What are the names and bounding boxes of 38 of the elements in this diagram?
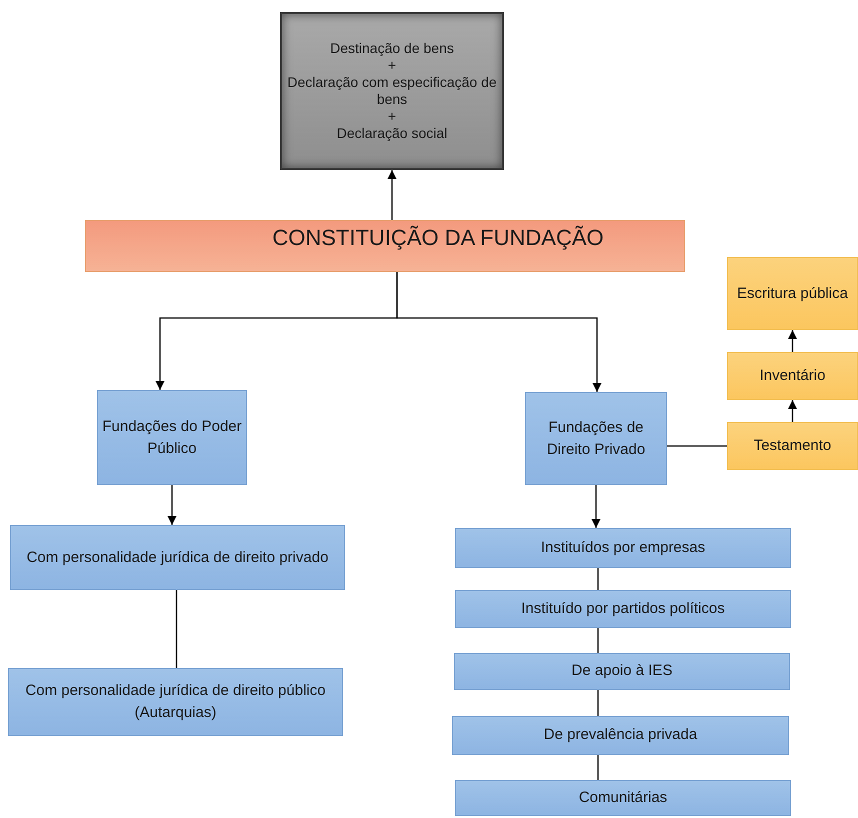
type-box: [454, 653, 790, 690]
connector-arrow: [167, 485, 177, 525]
type-box: [8, 668, 343, 736]
category-box: [525, 392, 667, 485]
node-text: Instituídos por empresas: [540, 538, 706, 558]
node-text: Escritura pública: [737, 284, 848, 304]
node-text: Inventário: [760, 366, 826, 386]
node-text: Testamento: [754, 436, 832, 456]
category-box: [97, 390, 247, 485]
connector-arrow: [788, 330, 798, 352]
connector-arrow: [396, 272, 602, 392]
node-text: Declaração com especificação de bens: [286, 74, 498, 108]
connector-arrow: [788, 400, 798, 422]
node-text: De apoio à IES: [572, 661, 672, 682]
node-text: Com personalidade jurídica de direito público (Autarquias): [24, 681, 327, 723]
connector-arrow: [591, 485, 601, 528]
node-text: +: [388, 57, 396, 74]
type-box: [10, 525, 345, 590]
node-text: Instituído por partidos políticos: [521, 598, 725, 619]
node-text: Com personalidade jurídica de direito privado: [26, 548, 328, 568]
step-box: [727, 352, 858, 400]
step-box: [727, 422, 858, 470]
node-text: Fundações do Poder Público: [102, 416, 242, 458]
node-text: Comunitárias: [578, 788, 668, 808]
node-text: CONSTITUIÇÃO DA FUNDAÇÃO: [272, 224, 604, 252]
requirements-box: [280, 12, 504, 170]
type-box: [455, 528, 791, 568]
type-box: [452, 716, 789, 755]
title-banner: [85, 220, 685, 272]
connector-arrow: [387, 170, 397, 220]
type-box: [455, 780, 791, 816]
type-box: [455, 590, 791, 628]
node-text: De prevalência privada: [544, 725, 698, 746]
step-box: [727, 257, 858, 330]
node-text: Declaração social: [336, 125, 448, 142]
node-text: Destinação de bens: [330, 40, 454, 57]
node-text: +: [388, 108, 396, 125]
node-text: Fundações de Direito Privado: [546, 418, 646, 460]
